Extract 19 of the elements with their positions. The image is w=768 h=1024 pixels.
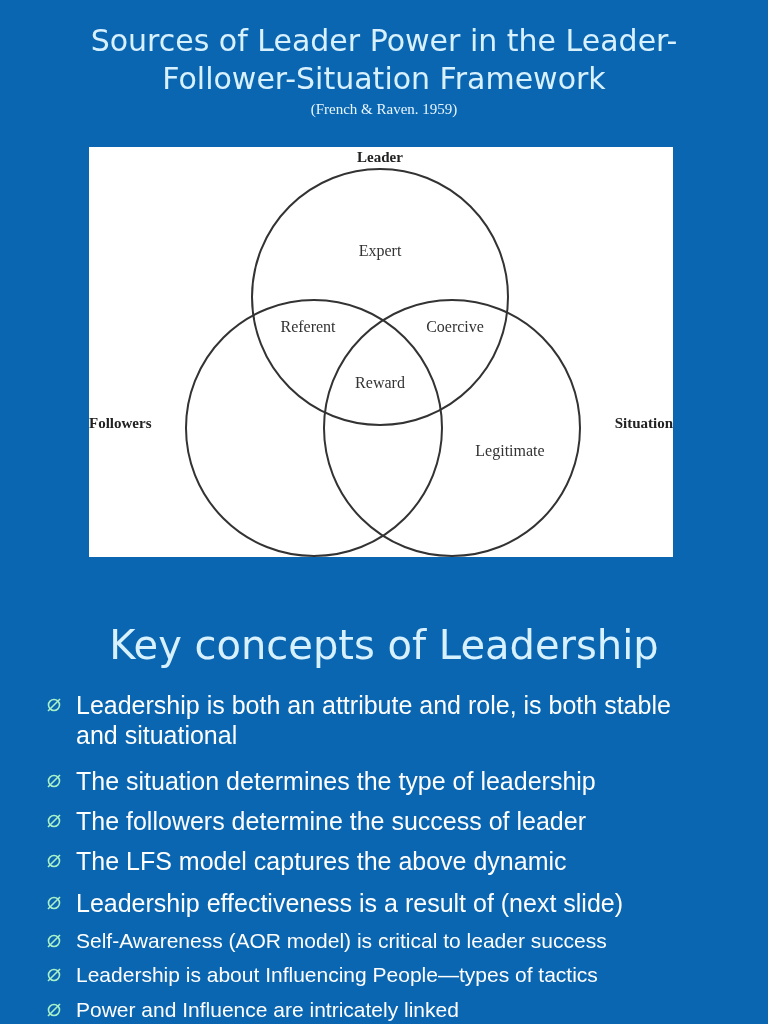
- region-label: Expert: [358, 242, 402, 260]
- bullet-text: The situation determines the type of leadership: [76, 766, 597, 796]
- section-heading: Key concepts of Leadership: [108, 622, 660, 668]
- region-label: Coercive: [426, 318, 484, 336]
- bullet-text: Leadership is about Influencing People—types of tactics: [76, 962, 599, 988]
- bullet-text: Power and Influence are intricately linked: [76, 997, 460, 1023]
- circle-label: Situation: [614, 415, 673, 432]
- bullet-text: Self-Awareness (AOR model) is critical to leader success: [76, 928, 608, 954]
- bullet-text: The LFS model captures the above dynamic: [76, 846, 568, 876]
- region-label: Legitimate: [475, 442, 545, 460]
- region-label: Reward: [355, 374, 405, 392]
- citation: (French & Raven. 1959): [309, 101, 459, 118]
- bullet-text: The followers determine the success of leader: [76, 806, 587, 836]
- region-label: Referent: [280, 318, 336, 336]
- slide-title: Sources of Leader Power in the Leader-Follower-Situation Framework: [89, 22, 679, 98]
- circle-label: Leader: [357, 149, 403, 166]
- bullet-text: Leadership is both an attribute and role, is both stable and situational: [76, 690, 672, 750]
- bullet-text: Leadership effectiveness is a result of (next slide): [76, 888, 625, 918]
- circle-label: Followers: [89, 415, 152, 432]
